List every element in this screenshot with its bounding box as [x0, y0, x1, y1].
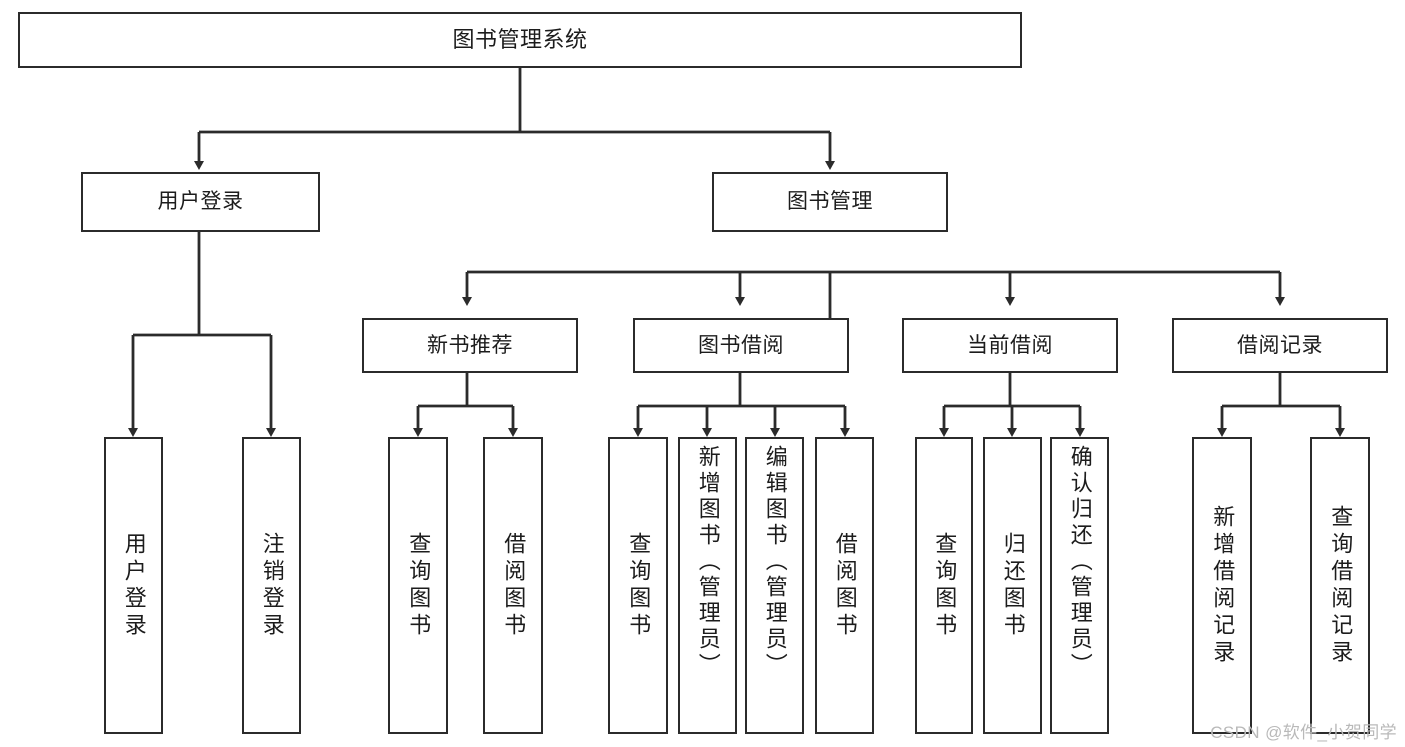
leaf-confirm-return-admin[interactable]: 确认归还（管理员）: [1050, 437, 1109, 734]
node-borrow-record[interactable]: 借阅记录: [1172, 318, 1388, 373]
leaf-return-book[interactable]: 归还图书: [983, 437, 1042, 734]
leaf-add-borrow-record[interactable]: 新增借阅记录: [1192, 437, 1252, 734]
node-book-borrow[interactable]: 图书借阅: [633, 318, 849, 373]
leaf-borrow-book-recommend[interactable]: 借阅图书: [483, 437, 543, 734]
node-current-borrow[interactable]: 当前借阅: [902, 318, 1118, 373]
leaf-label: 新增图书（管理员）: [695, 445, 721, 679]
leaf-label: 注销登录: [259, 531, 285, 640]
node-label: 图书管理系统: [452, 26, 588, 52]
leaf-borrow-book[interactable]: 借阅图书: [815, 437, 874, 734]
node-book-management-system[interactable]: 图书管理系统: [18, 12, 1022, 68]
leaf-query-borrow-record[interactable]: 查询借阅记录: [1310, 437, 1370, 734]
leaf-add-book-admin[interactable]: 新增图书（管理员）: [678, 437, 737, 734]
node-user-login[interactable]: 用户登录: [81, 172, 320, 232]
node-label: 图书借阅: [698, 333, 784, 357]
node-book-management[interactable]: 图书管理: [712, 172, 948, 232]
node-label: 用户登录: [157, 190, 244, 214]
leaf-label: 编辑图书（管理员）: [762, 445, 788, 679]
csdn-watermark: CSDN @软件_小贺同学: [1210, 723, 1397, 742]
leaf-label: 新增借阅记录: [1210, 504, 1236, 667]
node-label: 借阅记录: [1237, 333, 1323, 357]
leaf-query-book-current[interactable]: 查询图书: [915, 437, 973, 734]
leaf-label: 查询借阅记录: [1328, 504, 1354, 667]
node-label: 新书推荐: [427, 333, 513, 357]
leaf-logout[interactable]: 注销登录: [242, 437, 301, 734]
node-new-book-recommend[interactable]: 新书推荐: [362, 318, 578, 373]
leaf-edit-book-admin[interactable]: 编辑图书（管理员）: [745, 437, 804, 734]
node-label: 当前借阅: [967, 333, 1053, 357]
leaf-label: 查询图书: [932, 531, 958, 640]
node-label: 图书管理: [787, 190, 873, 214]
leaf-user-login[interactable]: 用户登录: [104, 437, 163, 734]
leaf-query-book-recommend[interactable]: 查询图书: [388, 437, 448, 734]
leaf-query-book-borrow[interactable]: 查询图书: [608, 437, 668, 734]
leaf-label: 确认归还（管理员）: [1067, 445, 1093, 679]
leaf-label: 借阅图书: [501, 531, 527, 640]
leaf-label: 查询图书: [626, 531, 652, 640]
leaf-label: 归还图书: [1000, 531, 1026, 640]
leaf-label: 查询图书: [406, 531, 432, 640]
leaf-label: 用户登录: [121, 531, 147, 640]
leaf-label: 借阅图书: [832, 531, 858, 640]
